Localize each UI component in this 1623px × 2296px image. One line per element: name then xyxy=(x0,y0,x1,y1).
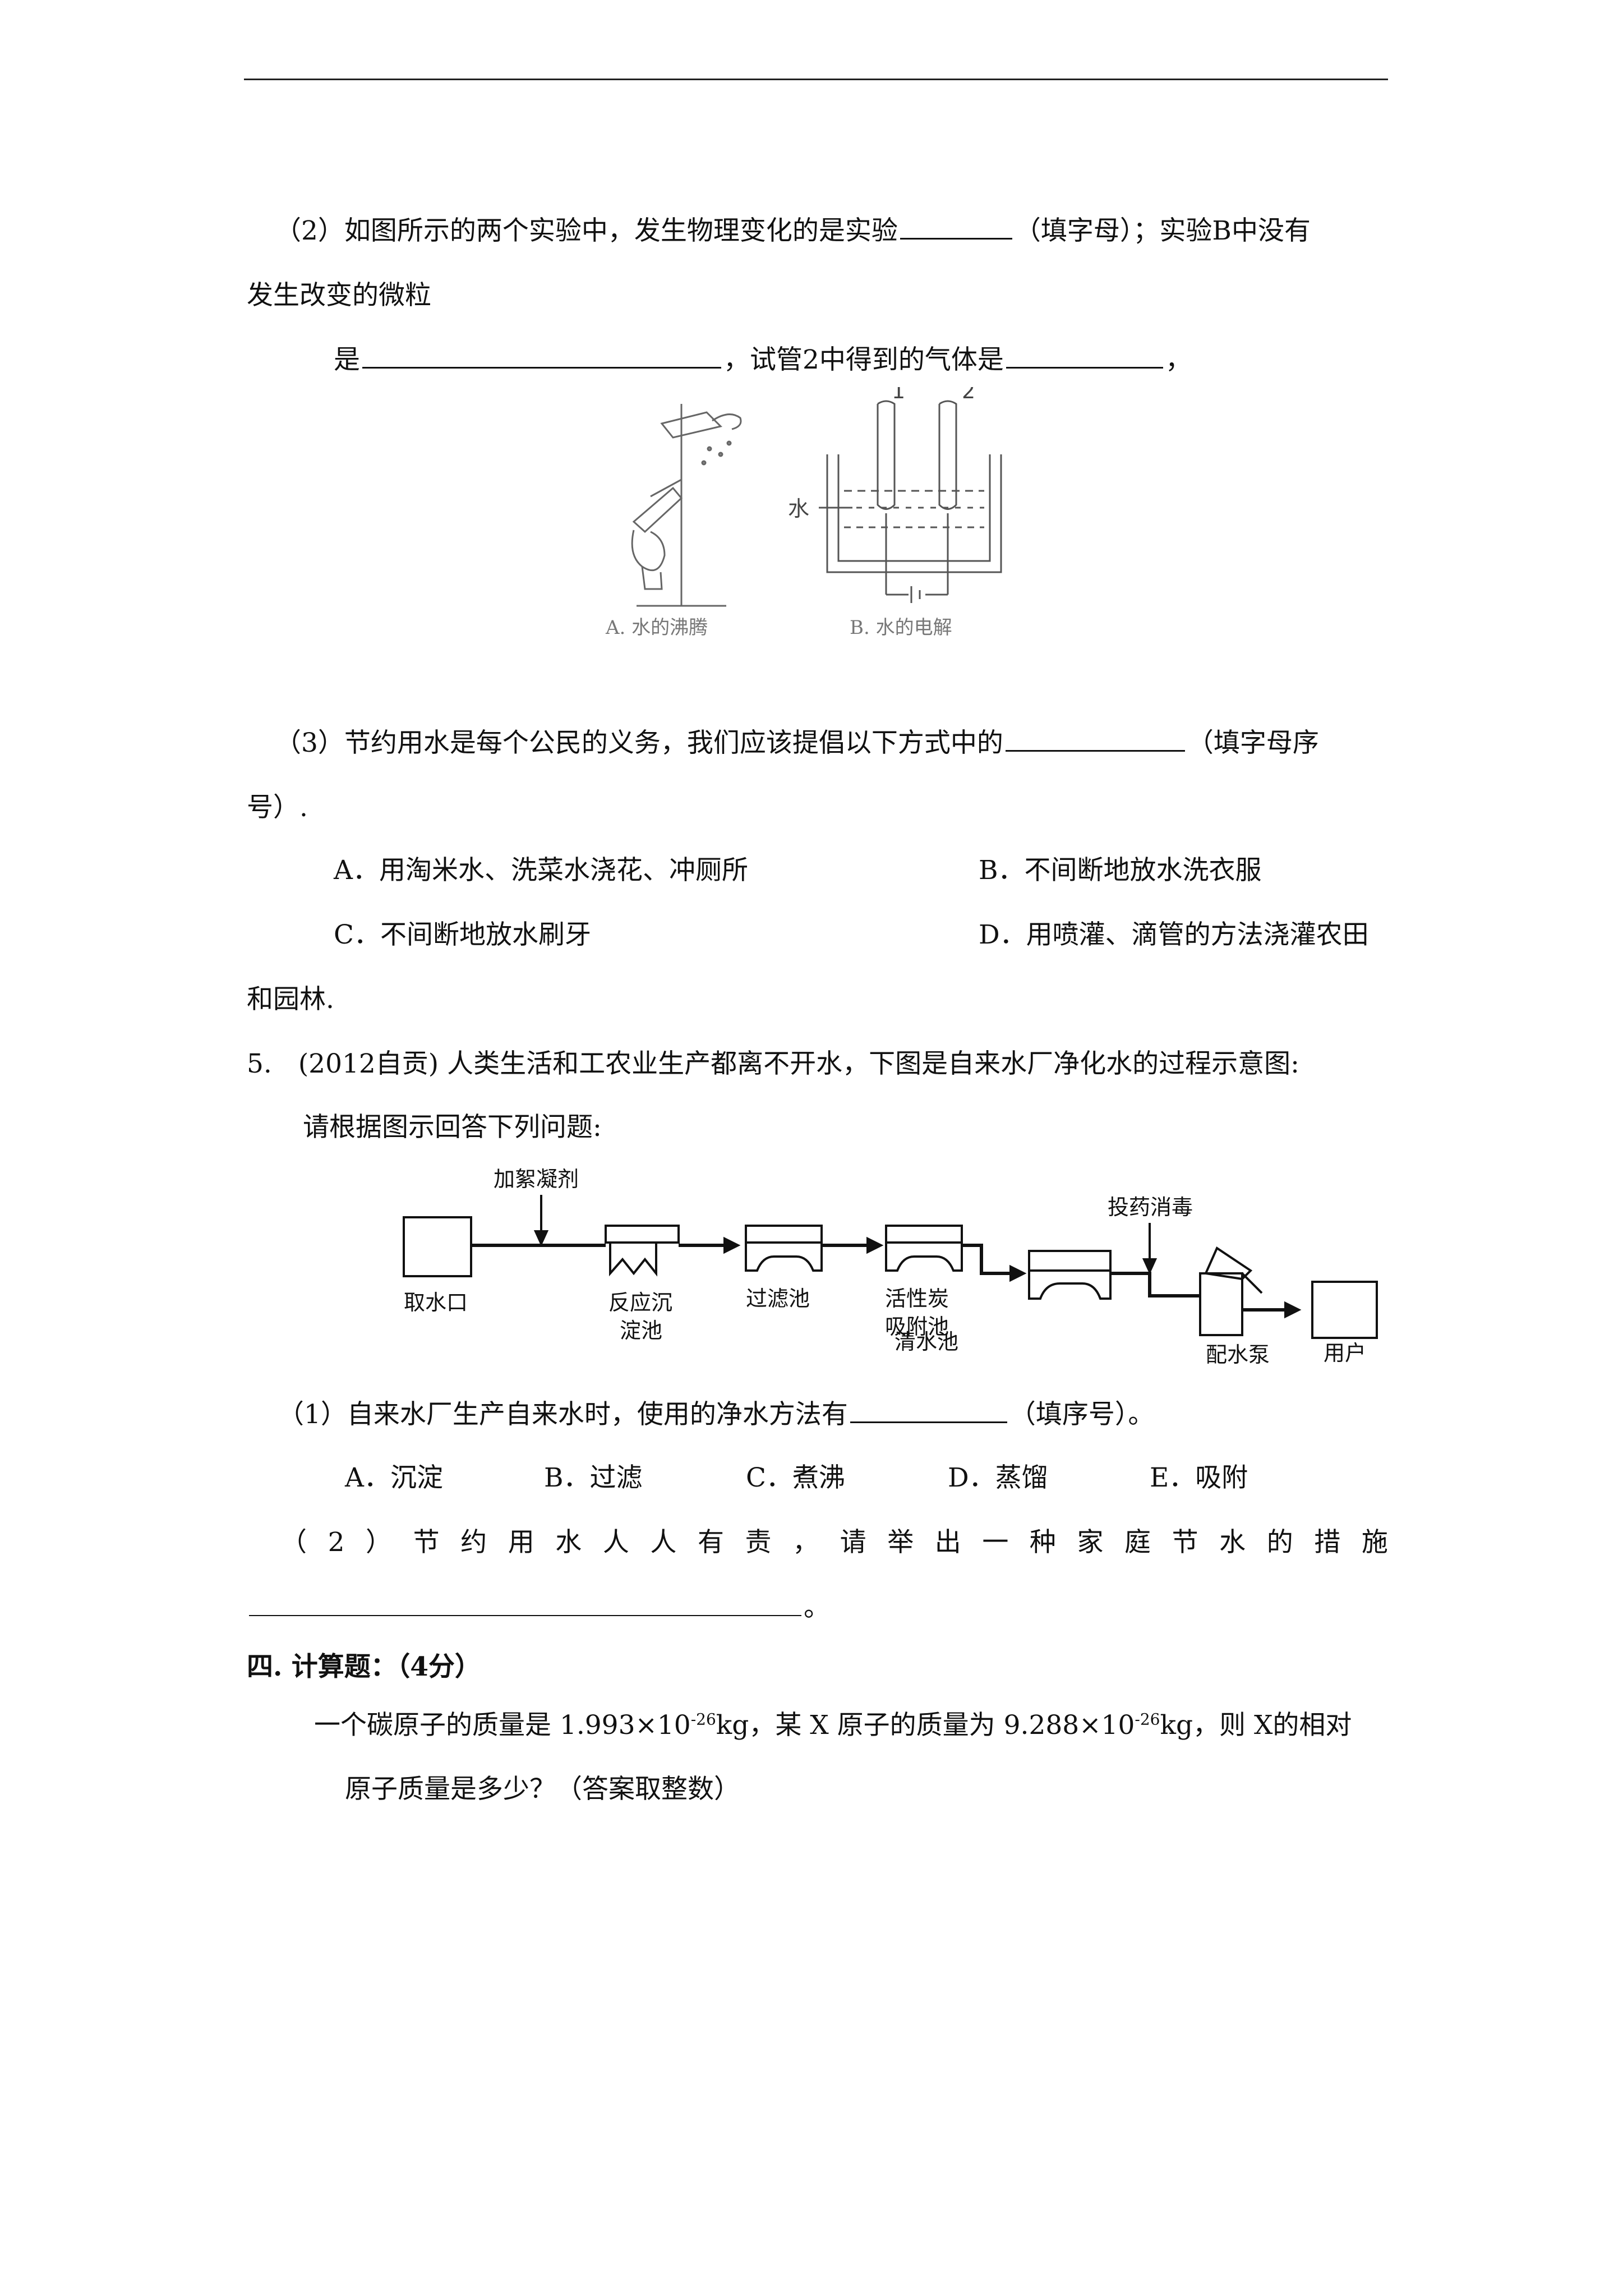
intake-box xyxy=(403,1216,472,1277)
q5-1-option-c: C．煮沸 xyxy=(746,1462,845,1493)
flow-add-coagulant: 加絮凝剂 xyxy=(494,1167,579,1191)
q3-option-b: B．不间断地放水洗衣服 xyxy=(979,855,1262,886)
q5-2-char: ， xyxy=(792,1527,819,1558)
section-4-heading: 四. 计算题：（4分） xyxy=(247,1651,481,1682)
q5-2-char: 节 xyxy=(1172,1527,1198,1558)
q5-2-char: 请 xyxy=(840,1527,866,1558)
header-rule xyxy=(244,79,1388,80)
q2-text-b: （填字母）；实验B中没有 xyxy=(1014,215,1311,246)
q2-line3: 是 ，试管2中得到的气体是 ， xyxy=(334,342,1192,377)
flow-intake-label: 取水口 xyxy=(404,1290,468,1315)
q5-1-option-b: B．过滤 xyxy=(544,1462,643,1493)
q5-2-line: （2）节约用水人人有责，请举出一种家庭节水的措施 xyxy=(280,1526,1388,1559)
q5-2-char: 庭 xyxy=(1124,1527,1151,1558)
q3-option-a: A．用淘米水、洗菜水浇花、冲厕所 xyxy=(334,855,748,886)
q5-1-answer-blank[interactable] xyxy=(850,1397,1007,1423)
q5-2-char: 责 xyxy=(745,1527,772,1558)
user-box xyxy=(1311,1281,1378,1339)
q5-1-option-e: E．吸附 xyxy=(1150,1462,1248,1493)
q2-text-a: （2）如图所示的两个实验中，发生物理变化的是实验 xyxy=(275,215,898,246)
s4-text-b: kg，某 X 原子的质量为 9.288×10 xyxy=(716,1710,1135,1741)
q5-2-char: 有 xyxy=(697,1527,724,1558)
q3-line1: （3）节约用水是每个公民的义务，我们应该提倡以下方式中的 （填字母序 xyxy=(275,725,1319,760)
q5-2-char: 施 xyxy=(1361,1527,1388,1558)
q5-2-char: 措 xyxy=(1314,1527,1341,1558)
q2-answer-blank-2[interactable] xyxy=(362,342,721,369)
q5-2-char: 约 xyxy=(460,1527,487,1558)
flow-carbon-label-2: 吸附池 xyxy=(885,1314,949,1339)
s4-exponent-1: -26 xyxy=(690,1710,716,1729)
s4-text-c: kg，则 X的相对 xyxy=(1160,1710,1352,1741)
flow-sedimentation-label-1: 反应沉 xyxy=(608,1290,672,1315)
sedimentation-tank xyxy=(605,1225,680,1277)
section-4-para-2: 原子质量是多少？（答案取整数） xyxy=(345,1774,740,1805)
q5-2-char: 人 xyxy=(650,1527,677,1558)
q5-line2: 请根据图示回答下列问题: xyxy=(303,1112,602,1143)
q5-2-char: 用 xyxy=(508,1527,534,1558)
s4-exponent-2: -26 xyxy=(1135,1710,1160,1729)
q5-2-char: 举 xyxy=(887,1527,914,1558)
q5-2-char: 2 xyxy=(328,1527,345,1558)
q5-2-char: ） xyxy=(366,1527,393,1558)
q5-2-char: 节 xyxy=(413,1527,440,1558)
caption-a: A. 水的沸腾 xyxy=(605,616,708,639)
q5-2-char: 水 xyxy=(555,1527,582,1558)
flow-add-disinfectant: 投药消毒 xyxy=(1108,1195,1193,1220)
q5-2-char: 一 xyxy=(982,1527,1009,1558)
q5-1-text-a: （1）自来水厂生产自来水时，使用的净水方法有 xyxy=(278,1399,848,1430)
q3-text-b: （填字母序 xyxy=(1187,728,1319,758)
q3-option-c: C．不间断地放水刷牙 xyxy=(334,919,591,950)
q2-line2: 发生改变的微粒 xyxy=(247,280,431,311)
tube-2-label: 2 xyxy=(962,387,975,403)
q5-1-option-d: D．蒸馏 xyxy=(948,1462,1048,1493)
q5-1-text-b: （填序号）。 xyxy=(1009,1399,1155,1430)
q5-2-char: 种 xyxy=(1029,1527,1056,1558)
carbon-adsorption-tank xyxy=(885,1225,963,1272)
flow-pump-label: 配水泵 xyxy=(1206,1342,1270,1367)
q3-answer-blank[interactable] xyxy=(1005,725,1185,752)
flow-filter-label: 过滤池 xyxy=(746,1286,810,1311)
q5-line1: 5. (2012自贡) 人类生活和工农业生产都离不开水，下图是自来水厂净化水的过… xyxy=(247,1048,1299,1079)
clear-water-tank xyxy=(1028,1250,1112,1300)
q5-2-char: 出 xyxy=(934,1527,961,1558)
q3-line2: 号）. xyxy=(247,792,308,823)
section-4-para-1: 一个碳原子的质量是 1.993×10-26kg，某 X 原子的质量为 9.288… xyxy=(314,1709,1352,1742)
s4-text-a: 一个碳原子的质量是 1.993×10 xyxy=(314,1710,691,1741)
q2-text-d: ，试管2中得到的气体是 xyxy=(723,344,1004,375)
flow-carbon-label-1: 活性炭 xyxy=(885,1286,949,1311)
water-label: 水 xyxy=(788,496,809,521)
q5-1-option-a: A．沉淀 xyxy=(345,1462,443,1493)
filter-tank xyxy=(745,1225,823,1272)
q5-2-char: 家 xyxy=(1077,1527,1104,1558)
q5-2-char: 水 xyxy=(1219,1527,1246,1558)
water-purification-flow-diagram: 加絮凝剂 投药消毒 取水口 反应沉 淀池 过滤池 活性炭 吸附池 清水池 配水泵… xyxy=(403,1167,1378,1367)
tube-1-label: 1 xyxy=(892,387,905,403)
flow-user-label: 用户 xyxy=(1324,1341,1366,1365)
water-experiments-figure: 1 2 水 A. 水的沸腾 B. 水的电解 xyxy=(605,387,1002,639)
q5-2-answer-line: 。 xyxy=(247,1590,830,1625)
q5-1-line: （1）自来水厂生产自来水时，使用的净水方法有 （填序号）。 xyxy=(278,1397,1154,1432)
electrolysis-apparatus xyxy=(819,400,1002,603)
q5-2-char: （ xyxy=(280,1527,307,1558)
q5-2-end: 。 xyxy=(804,1592,830,1623)
q2-answer-blank-1[interactable] xyxy=(900,213,1012,240)
q2-line1: （2）如图所示的两个实验中，发生物理变化的是实验 （填字母）；实验B中没有 xyxy=(275,213,1311,248)
flow-sedimentation-label-2: 淀池 xyxy=(620,1318,662,1343)
distribution-pump xyxy=(1199,1246,1263,1336)
boiling-apparatus xyxy=(631,404,742,607)
q5-2-answer-blank[interactable] xyxy=(249,1590,801,1616)
q2-text-c: 是 xyxy=(334,344,360,375)
q2-answer-blank-3[interactable] xyxy=(1006,342,1163,369)
q3-continuation: 和园林. xyxy=(247,984,334,1015)
flow-clear-water-label: 清水池 xyxy=(895,1329,958,1354)
q3-option-d: D．用喷灌、滴管的方法浇灌农田 xyxy=(979,919,1369,950)
q5-2-char: 的 xyxy=(1266,1527,1293,1558)
caption-b: B. 水的电解 xyxy=(850,616,952,639)
q5-2-char: 人 xyxy=(602,1527,629,1558)
q2-text-e: ， xyxy=(1165,344,1192,375)
q3-text-a: （3）节约用水是每个公民的义务，我们应该提倡以下方式中的 xyxy=(275,728,1003,758)
